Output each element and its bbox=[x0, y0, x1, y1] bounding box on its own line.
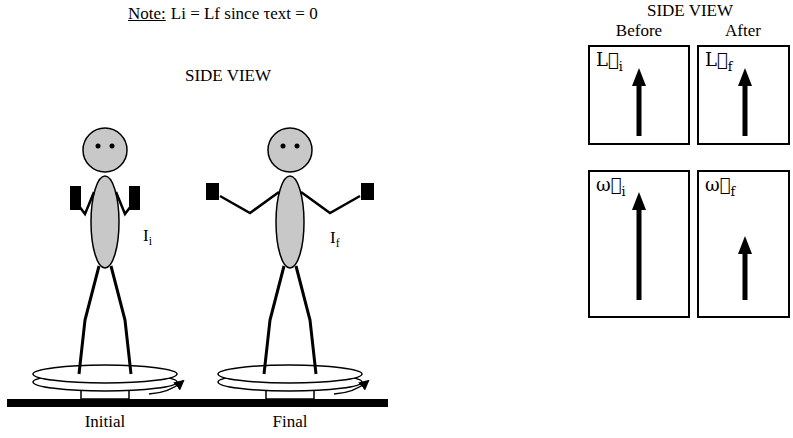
text-subscript: i bbox=[621, 184, 625, 199]
vector-shaft bbox=[743, 252, 748, 300]
text-main: ω⃗ bbox=[705, 174, 730, 195]
turntable-disc bbox=[33, 365, 177, 383]
text-label: After bbox=[725, 21, 761, 41]
base-plate bbox=[7, 399, 203, 407]
arms bbox=[220, 192, 360, 213]
head bbox=[83, 128, 127, 172]
rotation-arrow bbox=[334, 381, 368, 394]
eye bbox=[295, 144, 300, 149]
vector-label: L⃗f bbox=[699, 47, 738, 73]
turntable-disc bbox=[218, 365, 362, 383]
arms bbox=[79, 192, 131, 214]
body bbox=[276, 176, 304, 268]
weight bbox=[70, 186, 81, 210]
person-initial bbox=[7, 128, 203, 407]
body bbox=[91, 176, 119, 268]
vector-shaft bbox=[637, 84, 642, 136]
vector-label: ω⃗f bbox=[699, 172, 741, 198]
vector-head bbox=[632, 192, 646, 210]
vector-box: ω⃗f bbox=[697, 170, 790, 318]
text-label: Initial bbox=[85, 412, 126, 432]
text-main: L⃗ bbox=[705, 49, 728, 70]
text-main: I bbox=[143, 226, 149, 245]
vector-head bbox=[738, 68, 752, 86]
text-subscript: i bbox=[149, 234, 152, 248]
eye bbox=[96, 144, 101, 149]
eye bbox=[110, 144, 115, 149]
vector-shaft bbox=[637, 208, 642, 300]
vector-box: L⃗f bbox=[697, 45, 790, 145]
text-subscript: f bbox=[336, 236, 340, 250]
text-main: I bbox=[330, 228, 336, 247]
text-label: If bbox=[330, 228, 340, 248]
legs bbox=[264, 266, 316, 374]
text-subscript: f bbox=[730, 184, 735, 199]
vector-arrows bbox=[632, 68, 752, 300]
text-label: SIDE VIEW bbox=[647, 1, 733, 21]
text-subscript: f bbox=[728, 59, 733, 74]
weight bbox=[361, 183, 374, 200]
base-plate bbox=[192, 399, 388, 407]
text-main: L⃗ bbox=[596, 49, 619, 70]
vector-box: L⃗i bbox=[588, 45, 690, 145]
text-main: ω⃗ bbox=[596, 174, 621, 195]
weight bbox=[206, 183, 219, 200]
person-final bbox=[192, 128, 388, 407]
text-label: SIDE VIEW bbox=[185, 66, 271, 86]
vector-shaft bbox=[743, 84, 748, 136]
legs bbox=[79, 266, 131, 374]
text-label: Before bbox=[616, 21, 662, 41]
text-subscript: i bbox=[619, 59, 623, 74]
vector-label: L⃗i bbox=[590, 47, 629, 73]
text-label: Ii bbox=[143, 226, 152, 246]
weight bbox=[129, 186, 140, 210]
head bbox=[268, 128, 312, 172]
eye bbox=[281, 144, 286, 149]
vector-box: ω⃗i bbox=[588, 170, 690, 318]
vector-head bbox=[632, 68, 646, 86]
text-label: Final bbox=[273, 412, 308, 432]
text-label: Note: bbox=[128, 4, 166, 24]
text-label: Li = Lf since τext = 0 bbox=[171, 4, 318, 24]
vector-head bbox=[738, 236, 752, 254]
vector-label: ω⃗i bbox=[590, 172, 632, 198]
rotation-arrow bbox=[149, 381, 183, 394]
